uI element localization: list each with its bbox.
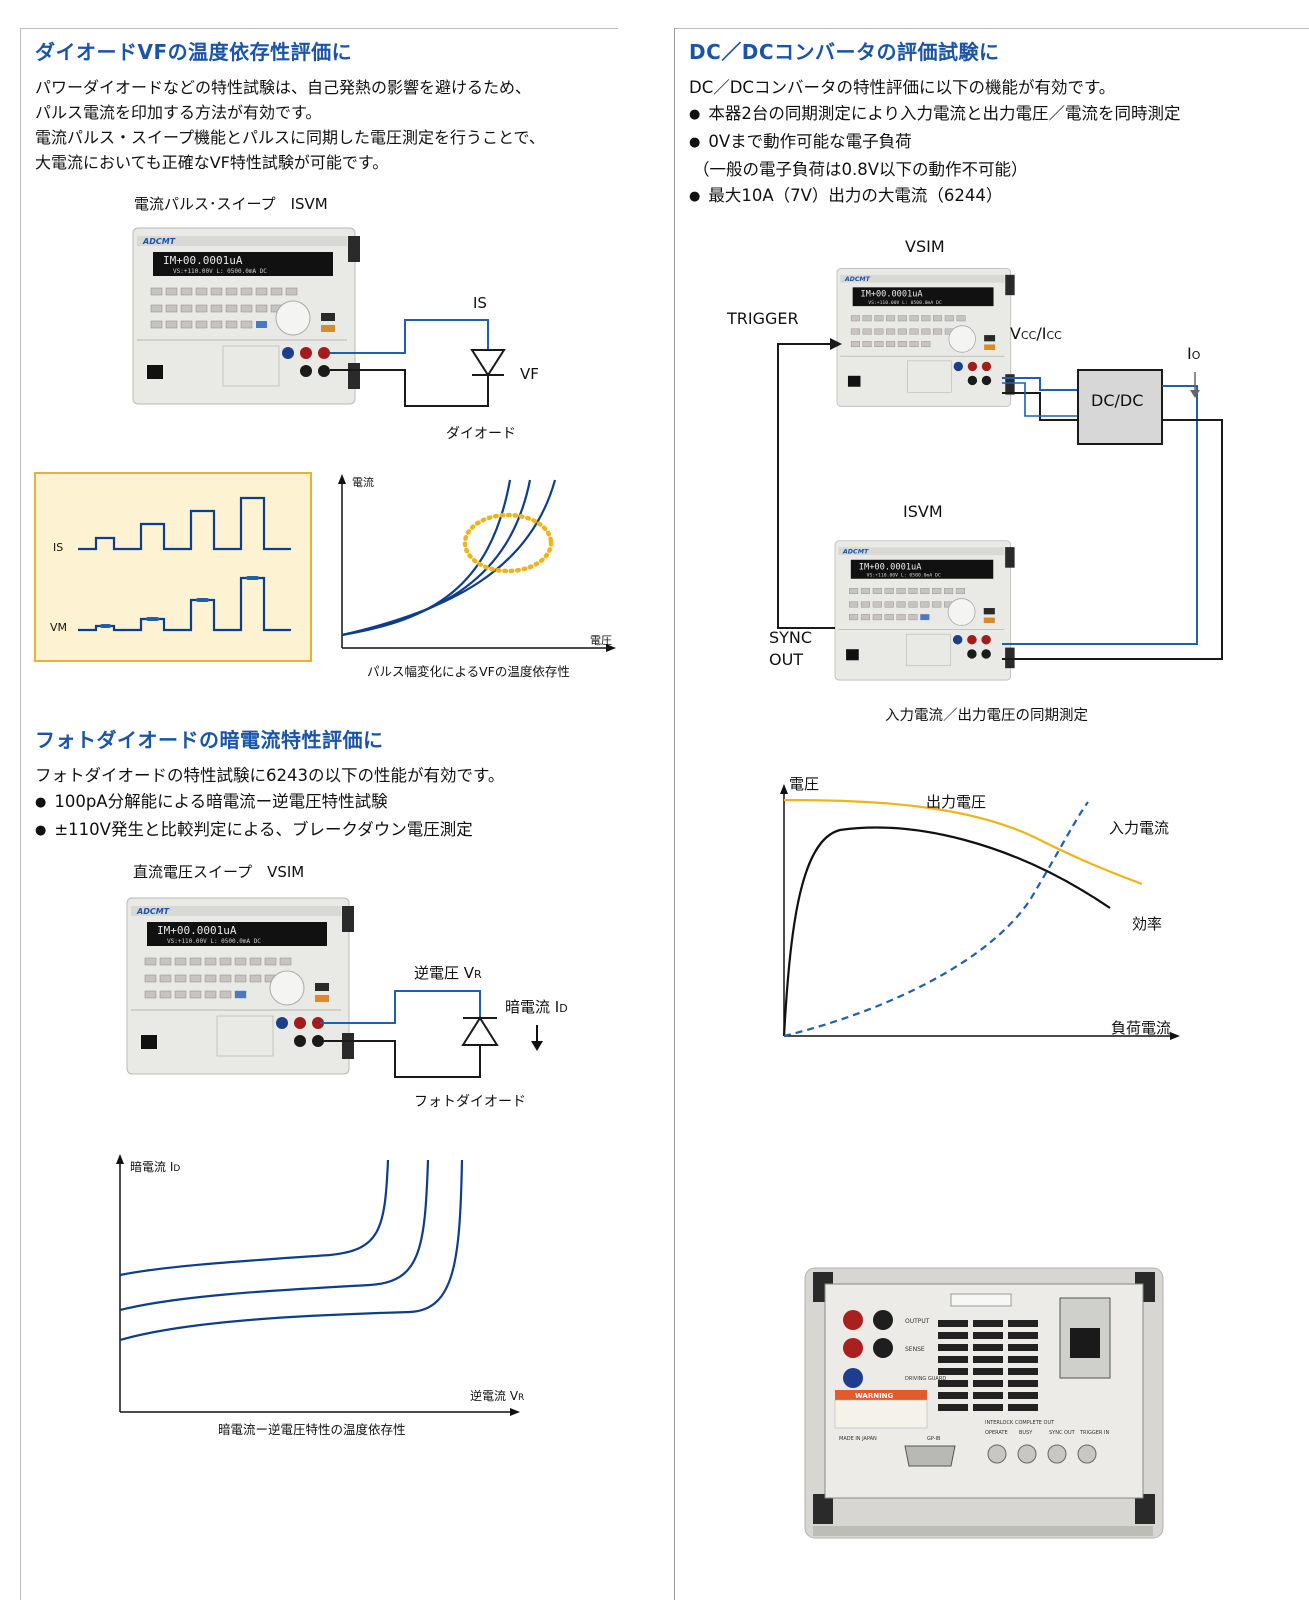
dark-current-graph bbox=[116, 1154, 520, 1416]
label-isvm: ISVM bbox=[903, 502, 943, 521]
instrument-vsim-image: ADCMT IM+00.0001uA VS:+110.00V L: 0500.0… bbox=[126, 897, 354, 1075]
para-line: 電流パルス・スイープ機能とパルスに同期した電圧測定を行うことで、 bbox=[35, 128, 545, 147]
figure-caption-isvm: 電流パルス･スイープ ISVM bbox=[134, 195, 328, 213]
display-line1: IM+00.0001uA bbox=[860, 290, 923, 300]
dcdc-bullets: DC／DCコンバータの特性評価に以下の機能が有効です。 本器2台の同期測定により… bbox=[689, 75, 1181, 211]
diode-circuit bbox=[330, 319, 506, 407]
label-photodiode: フォトダイオード bbox=[414, 1094, 526, 1110]
rear-panel-image: OUTPUT SENSE DRIVING GUARD WARNING MADE … bbox=[804, 1267, 1164, 1539]
label-trigger: TRIGGER bbox=[727, 309, 799, 328]
label-vsim: VSIM bbox=[905, 237, 945, 256]
label-vf: VF bbox=[520, 365, 539, 383]
left-margin-line bbox=[20, 28, 21, 1600]
display-line2: VS:+110.00V L: 0500.0mA DC bbox=[867, 572, 941, 578]
pulse-label-is: IS bbox=[53, 541, 64, 554]
display-line2: VS:+110.00V L: 0500.0mA DC bbox=[173, 268, 267, 275]
dcdc-wiring bbox=[777, 338, 1223, 660]
label-dcdc: DC/DC bbox=[1091, 391, 1144, 410]
display-line2: VS:+110.00V L: 0500.0mA DC bbox=[167, 938, 261, 945]
rear-operate-label: OPERATE bbox=[985, 1430, 1008, 1436]
section-title-dcdc: DC／DCコンバータの評価試験に bbox=[689, 40, 1000, 64]
brand-label: ADCMT bbox=[844, 276, 871, 283]
dcdc-graph-efficiency: 効率 bbox=[1132, 915, 1163, 933]
dcdc-graph-x-label: 負荷電流 bbox=[1111, 1019, 1172, 1037]
rear-sense-label: SENSE bbox=[905, 1346, 925, 1353]
label-sync: SYNC bbox=[769, 628, 813, 647]
vf-graph bbox=[338, 474, 616, 652]
photodiode-circuit bbox=[320, 990, 543, 1078]
label-diode: ダイオード bbox=[446, 426, 516, 442]
dark-graph-caption: 暗電流ー逆電圧特性の温度依存性 bbox=[218, 1422, 406, 1437]
rear-warning-label: WARNING bbox=[855, 1392, 894, 1400]
vf-graph-y-label: 電流 bbox=[352, 476, 374, 489]
bullet-item: 最大10A（7V）出力の大電流（6244） bbox=[689, 183, 1181, 211]
intro-line: フォトダイオードの特性試験に6243の以下の性能が有効です。 bbox=[35, 766, 505, 785]
rear-busy-label: BUSY bbox=[1019, 1430, 1033, 1436]
dark-graph-x-label: 逆電流 VR bbox=[470, 1389, 525, 1403]
pulse-waveforms bbox=[78, 496, 291, 632]
brand-label: ADCMT bbox=[842, 548, 869, 555]
dcdc-graph-input-current: 入力電流 bbox=[1109, 819, 1170, 837]
vf-graph-x-label: 電圧 bbox=[590, 634, 612, 647]
photodiode-bullets: フォトダイオードの特性試験に6243の以下の性能が有効です。 100pA分解能に… bbox=[35, 763, 504, 845]
label-vcc-icc: VCC/ICC bbox=[1010, 324, 1062, 343]
display-line1: IM+00.0001uA bbox=[157, 924, 237, 937]
label-dark-current: 暗電流 ID bbox=[505, 998, 568, 1016]
section-title-diode-vf: ダイオードVFの温度依存性評価に bbox=[35, 40, 353, 64]
intro-line: DC／DCコンバータの特性評価に以下の機能が有効です。 bbox=[689, 78, 1116, 97]
display-line1: IM+00.0001uA bbox=[163, 254, 243, 267]
para-line: パワーダイオードなどの特性試験は、自己発熱の影響を避けるため、 bbox=[35, 78, 532, 97]
dcdc-graph-y-label: 電圧 bbox=[789, 775, 820, 793]
vf-graph-caption: パルス幅変化によるVFの温度依存性 bbox=[367, 664, 570, 679]
display-line1: IM+00.0001uA bbox=[859, 562, 923, 572]
instrument-isvm-image: ADCMT IM+00.0001uA VS:+110.00V L: 0500.0… bbox=[132, 227, 360, 405]
display-line2: VS:+110.00V L: 0500.0mA DC bbox=[868, 300, 942, 306]
dcdc-graph bbox=[780, 784, 1180, 1040]
top-rule-right bbox=[674, 28, 1309, 29]
top-rule-left bbox=[20, 28, 618, 29]
figure-caption-vsim: 直流電圧スイープ VSIM bbox=[133, 863, 305, 881]
column-divider bbox=[674, 28, 675, 1600]
rear-made-in-label: MADE IN JAPAN bbox=[839, 1436, 877, 1442]
instrument-dcdc-isvm: ADCMT IM+00.0001uA VS:+110.00V L: 0500.0… bbox=[834, 540, 1015, 681]
rear-sync-label: SYNC OUT bbox=[1049, 1430, 1076, 1436]
section-paragraph-diode-vf: パワーダイオードなどの特性試験は、自己発熱の影響を避けるため、 パルス電流を印加… bbox=[35, 75, 545, 175]
dark-graph-y-label: 暗電流 ID bbox=[130, 1160, 181, 1174]
bullet-item: 0Vまで動作可能な電子負荷 bbox=[689, 129, 1181, 157]
rear-driving-guard-label: DRIVING GUARD bbox=[905, 1376, 946, 1382]
label-out: OUT bbox=[769, 650, 804, 669]
bullet-continuation: （一般の電子負荷は0.8V以下の動作不可能） bbox=[693, 160, 1028, 179]
section-title-photodiode: フォトダイオードの暗電流特性評価に bbox=[35, 728, 384, 752]
pulse-label-vm: VM bbox=[50, 621, 68, 634]
rear-output-label: OUTPUT bbox=[905, 1318, 930, 1325]
label-reverse-voltage: 逆電圧 VR bbox=[414, 964, 482, 982]
bullet-item: 100pA分解能による暗電流ー逆電圧特性試験 bbox=[35, 789, 504, 817]
label-io: IO bbox=[1187, 344, 1201, 363]
rear-interlock-label: INTERLOCK bbox=[985, 1420, 1014, 1426]
label-is: IS bbox=[473, 294, 487, 312]
rear-trigger-label: TRIGGER IN bbox=[1079, 1430, 1109, 1436]
brand-label: ADCMT bbox=[136, 907, 170, 916]
instrument-dcdc-vsim: ADCMT IM+00.0001uA VS:+110.00V L: 0500.0… bbox=[836, 268, 1015, 407]
rear-gpib-label: GP-IB bbox=[927, 1436, 941, 1442]
para-line: 大電流においても正確なVF特性試験が可能です。 bbox=[35, 153, 389, 172]
brand-label: ADCMT bbox=[142, 237, 176, 246]
bullet-item: ±110V発生と比較判定による、ブレークダウン電圧測定 bbox=[35, 817, 504, 845]
bullet-item: 本器2台の同期測定により入力電流と出力電圧／電流を同時測定 bbox=[689, 101, 1180, 129]
rear-complete-label: COMPLETE OUT bbox=[1015, 1420, 1055, 1426]
para-line: パルス電流を印加する方法が有効です。 bbox=[35, 103, 322, 122]
dcdc-figure-caption: 入力電流／出力電圧の同期測定 bbox=[885, 708, 1088, 724]
dcdc-graph-output-voltage: 出力電圧 bbox=[926, 793, 987, 811]
